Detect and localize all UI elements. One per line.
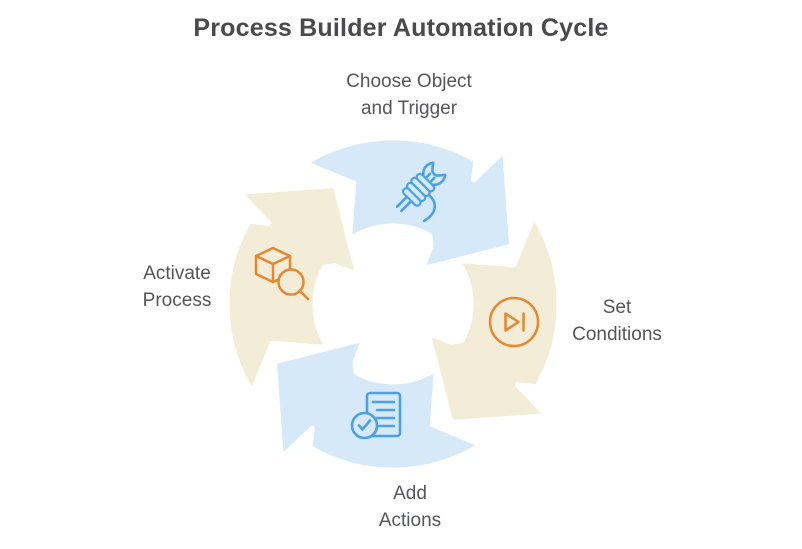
label-set-conditions: Set Conditions <box>572 294 662 348</box>
diagram-title: Process Builder Automation Cycle <box>193 14 609 42</box>
label-line: Conditions <box>572 324 662 345</box>
label-line: Add <box>393 483 427 504</box>
label-line: Choose Object <box>346 71 472 92</box>
hand-holding-wrench-icon <box>395 161 447 223</box>
checklist-document-icon <box>350 391 402 440</box>
label-activate-process: Activate Process <box>143 260 212 314</box>
label-choose-object-and-trigger: Choose Object and Trigger <box>346 68 472 122</box>
cube-magnifier-icon <box>254 246 310 301</box>
label-line: and Trigger <box>360 98 458 119</box>
label-line: Activate <box>143 263 211 284</box>
label-line: Actions <box>378 510 442 531</box>
label-line: Set <box>602 297 632 318</box>
skip-play-circle-icon <box>488 296 540 348</box>
label-line: Process <box>142 290 212 311</box>
label-add-actions: Add Actions <box>379 480 441 534</box>
